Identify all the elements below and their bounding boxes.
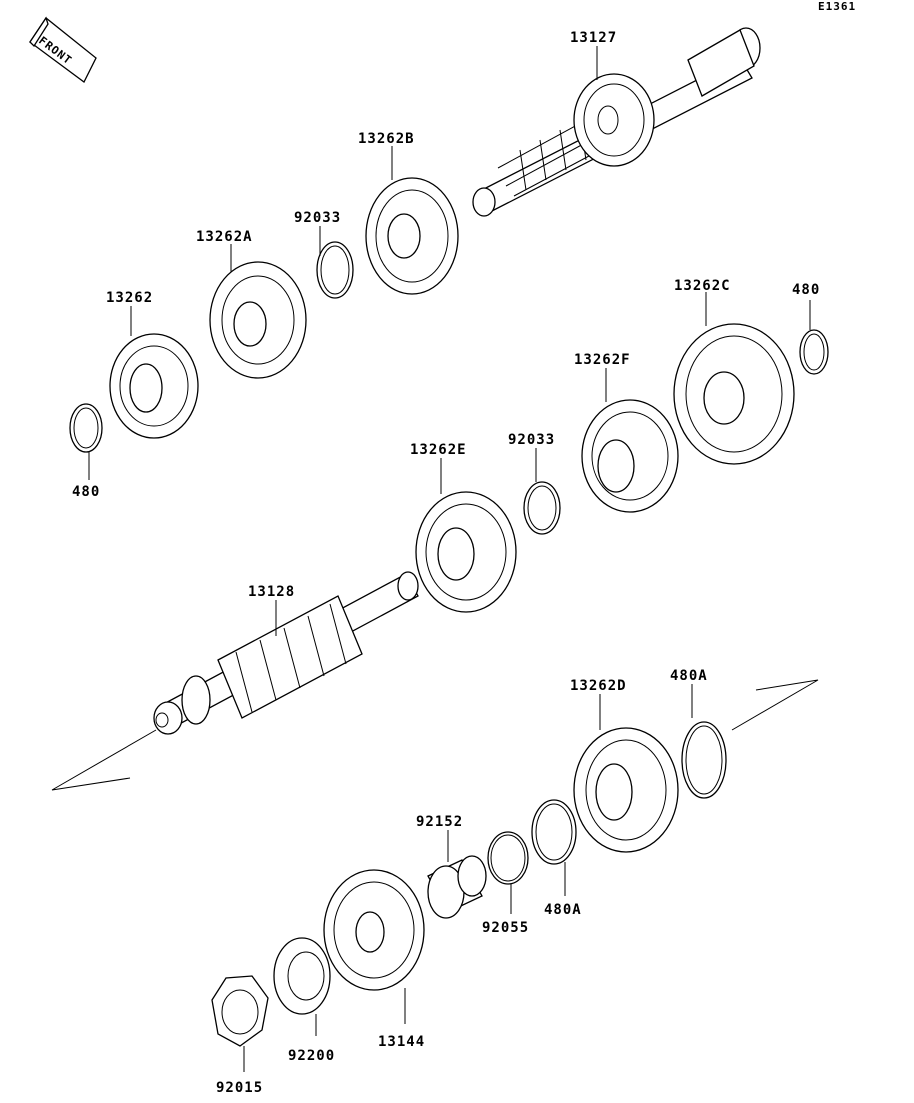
circlip-480-right	[799, 329, 829, 375]
circlip-92033-mid	[523, 481, 561, 535]
gear-13262	[109, 333, 199, 439]
drive-shaft-13128	[153, 571, 419, 735]
gear-13262E	[415, 491, 517, 613]
circlip-480-left	[69, 403, 103, 453]
label-480-right: 480	[792, 282, 820, 298]
diagram-code: E1361	[818, 0, 856, 13]
collar-92152	[427, 855, 487, 919]
gear-on-13127	[573, 73, 655, 167]
axis-line-right	[731, 679, 819, 731]
label-13262: 13262	[106, 290, 153, 306]
circlip-480A-top	[681, 721, 727, 799]
label-13144: 13144	[378, 1034, 425, 1050]
label-13262E: 13262E	[410, 442, 467, 458]
sprocket-13144	[323, 869, 425, 991]
label-92200: 92200	[288, 1048, 335, 1064]
gear-13262B	[365, 177, 459, 295]
o-ring-92055	[487, 831, 529, 885]
label-13262C: 13262C	[674, 278, 731, 294]
label-92152: 92152	[416, 814, 463, 830]
nut-92015	[211, 975, 269, 1047]
label-480A-bottom: 480A	[544, 902, 582, 918]
circlip-480A-bottom	[531, 799, 577, 865]
label-92015: 92015	[216, 1080, 263, 1096]
label-13127: 13127	[570, 30, 617, 46]
label-92033-top: 92033	[294, 210, 341, 226]
axis-line-left	[51, 729, 157, 791]
label-13262B: 13262B	[358, 131, 415, 147]
gear-13262F	[581, 399, 679, 513]
gear-13262A	[209, 261, 307, 379]
label-13262F: 13262F	[574, 352, 631, 368]
label-13262A: 13262A	[196, 229, 253, 245]
gear-13262D	[573, 727, 679, 853]
label-92055: 92055	[482, 920, 529, 936]
front-arrow-icon: FRONT	[29, 16, 97, 83]
gear-13262C	[673, 323, 795, 465]
label-92033-mid: 92033	[508, 432, 555, 448]
label-13262D: 13262D	[570, 678, 627, 694]
label-13128: 13128	[248, 584, 295, 600]
circlip-92033-top	[316, 241, 354, 299]
label-480-left: 480	[72, 484, 100, 500]
label-480A-top: 480A	[670, 668, 708, 684]
washer-92200	[273, 937, 331, 1015]
